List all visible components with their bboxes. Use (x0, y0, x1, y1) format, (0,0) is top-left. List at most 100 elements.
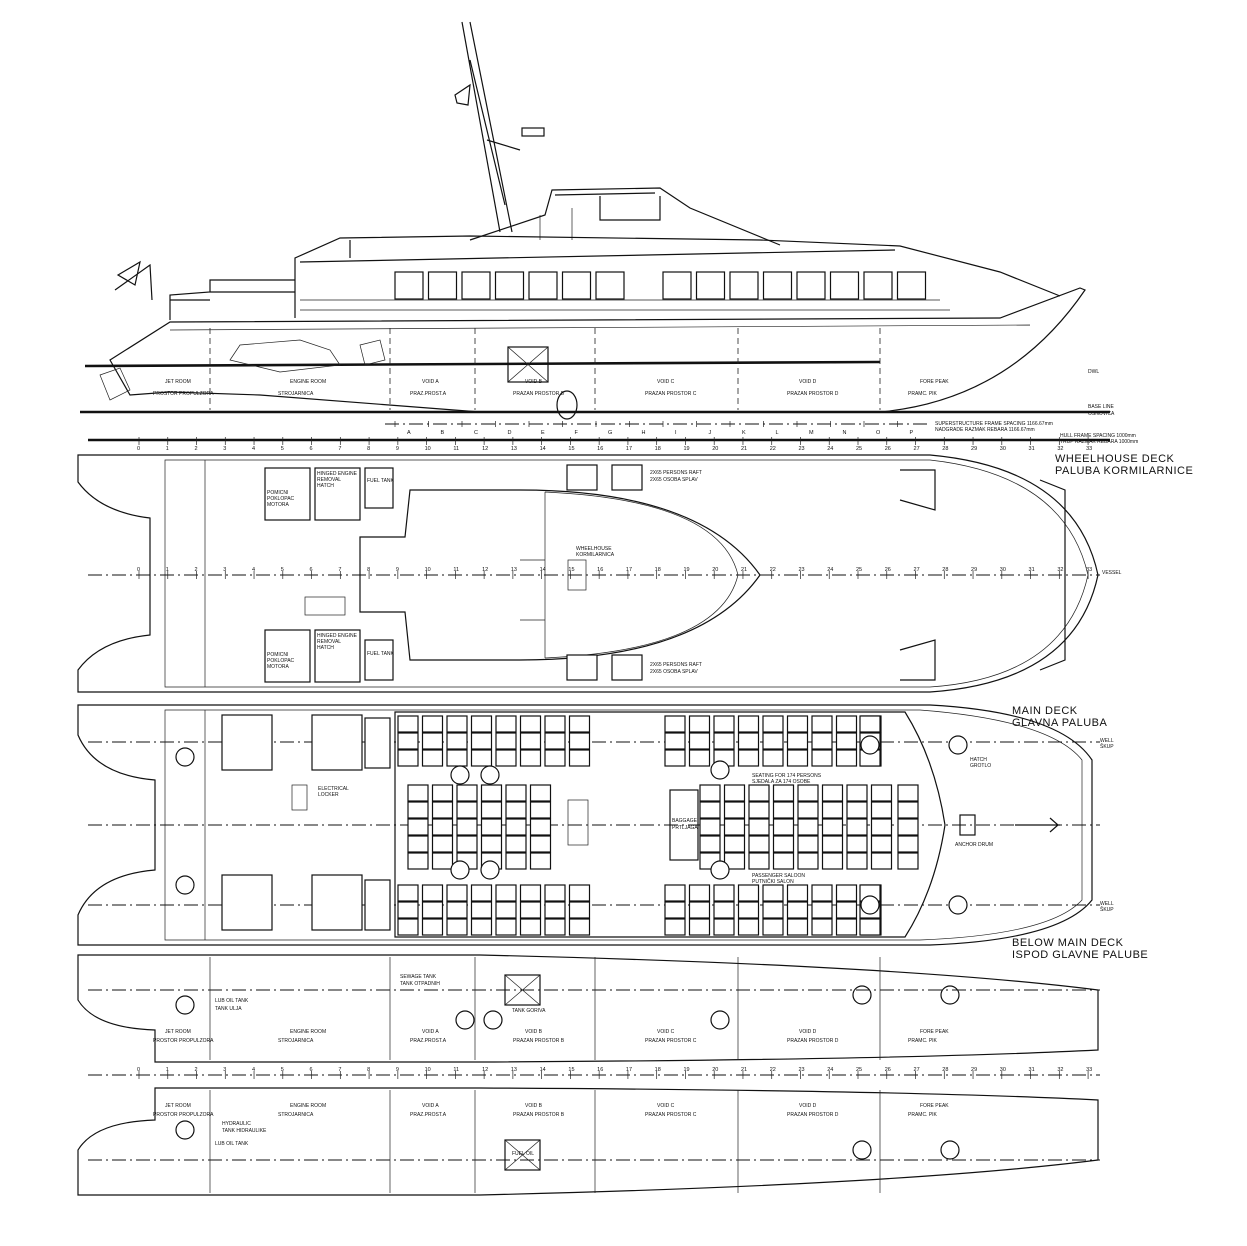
hatch-icon (860, 735, 880, 755)
wheelhouse-deck-plan: VESSEL HINGED ENGINE REMOVAL HATCH POMIC… (77, 453, 1193, 693)
main-deck-title-hr: GLAVNA PALUBA (1012, 717, 1108, 729)
frame-number: 15 (568, 1067, 574, 1073)
passenger-seat (713, 918, 735, 936)
frame-number: 9 (396, 567, 399, 573)
passenger-seat (397, 732, 419, 750)
hydraulic-tank-label: HYDRAULIC (222, 1121, 251, 1127)
passenger-seat (699, 801, 721, 819)
frame-number: 21 (741, 567, 747, 573)
passenger-seat (811, 884, 833, 902)
compartment-label: VOID B (525, 1029, 543, 1035)
frame-number: 18 (655, 1067, 661, 1073)
passenger-seat (664, 901, 686, 919)
frame-number: 28 (942, 446, 948, 452)
compartment-label: VOID D (799, 1029, 817, 1035)
window (394, 271, 424, 300)
frame-number: 7 (338, 446, 341, 452)
frame-number: 4 (252, 567, 255, 573)
frame-number: 16 (597, 567, 603, 573)
bow-windows (899, 469, 1066, 681)
hull-top-outline (77, 954, 1099, 1063)
passenger-seat (568, 749, 591, 767)
compartment-label: VOID D (799, 1103, 817, 1109)
hatch-icon (175, 747, 195, 767)
passenger-seat (846, 852, 868, 870)
super-frame-letter: A (407, 430, 411, 436)
compartment-label: VOID A (422, 1029, 439, 1035)
frame-number: 6 (310, 567, 313, 573)
frame-number: 2 (195, 446, 198, 452)
hatch-icon (455, 1010, 475, 1030)
frame-number: 31 (1029, 446, 1035, 452)
frame-number: 19 (683, 1067, 689, 1073)
hatch-icon (480, 860, 500, 880)
electrical-locker-label: ELECTRICAL (318, 786, 349, 792)
lub-oil-tank-label-2: LUB OIL TANK (215, 1141, 249, 1147)
hatch-icon (852, 1140, 872, 1160)
passenger-seat (529, 818, 552, 836)
compartment-label-hr: PROSTOR PROPULZORA (153, 1112, 214, 1118)
passenger-seat (748, 835, 770, 853)
passenger-seat (870, 801, 893, 819)
frame-number: 3 (223, 446, 226, 452)
frame-number: 24 (827, 567, 833, 573)
compartment-label-hr: STROJARNICA (278, 1038, 314, 1044)
passenger-seat (870, 852, 893, 870)
passenger-seat (786, 918, 809, 936)
well-label-hr: ŠKUP (1100, 743, 1114, 750)
passenger-seat (772, 801, 795, 819)
engine-casing (311, 714, 363, 771)
passenger-seat (431, 852, 454, 870)
compartment-label: VOID C (657, 1029, 675, 1035)
lub-oil-tank-label: LUB OIL TANK (215, 998, 249, 1004)
engine-casing (221, 714, 273, 771)
stair-2 (304, 596, 346, 616)
super-frame-letter: C (474, 430, 478, 436)
frame-number: 27 (914, 446, 920, 452)
deck-line (169, 324, 1031, 331)
frame-number: 10 (425, 567, 431, 573)
passenger-seat (772, 835, 795, 853)
passenger-seat (748, 801, 770, 819)
shaft-line (84, 360, 881, 368)
frame-number: 15 (568, 567, 574, 573)
window (695, 271, 726, 300)
passenger-seat (431, 784, 454, 802)
frame-number: 20 (712, 567, 718, 573)
passenger-seat (568, 901, 591, 919)
passenger-seat (568, 732, 591, 750)
passenger-seat (568, 715, 591, 733)
passenger-seat (495, 901, 517, 919)
passenger-seat (421, 715, 444, 733)
frame-number: 20 (712, 1067, 718, 1073)
passenger-seat (797, 784, 819, 802)
hatch-icon (940, 985, 960, 1005)
passenger-seat (786, 884, 809, 902)
liferaft-bottom (566, 654, 643, 681)
passenger-seat (811, 918, 833, 936)
passenger-seat (835, 918, 858, 936)
passenger-seat (480, 818, 503, 836)
saloon-label-hr: PUTNIČKI SALON (752, 878, 794, 885)
passenger-seat (544, 901, 566, 919)
passenger-seat (797, 818, 819, 836)
passenger-seat (786, 901, 809, 919)
passenger-seat (835, 884, 858, 902)
passenger-seat (421, 901, 444, 919)
passenger-seat (446, 918, 468, 936)
stern-rail (169, 279, 295, 320)
passenger-seat (505, 784, 527, 802)
compartment-label-hr: PRAZ.PROST.A (410, 1038, 447, 1044)
passenger-seat (897, 852, 919, 870)
passenger-seat (446, 732, 468, 750)
frame-number: 30 (1000, 446, 1006, 452)
passenger-seat (723, 818, 746, 836)
frame-number: 33 (1086, 1067, 1092, 1073)
window (662, 271, 692, 300)
hatch-icon (175, 875, 195, 895)
passenger-seat (407, 801, 429, 819)
super-frame-letter: N (843, 430, 847, 436)
compartment-label: VOID A (422, 1103, 439, 1109)
hatch-label-hr-2: POMICNI POKLOPAC MOTORA (267, 652, 295, 670)
stair (567, 559, 587, 591)
